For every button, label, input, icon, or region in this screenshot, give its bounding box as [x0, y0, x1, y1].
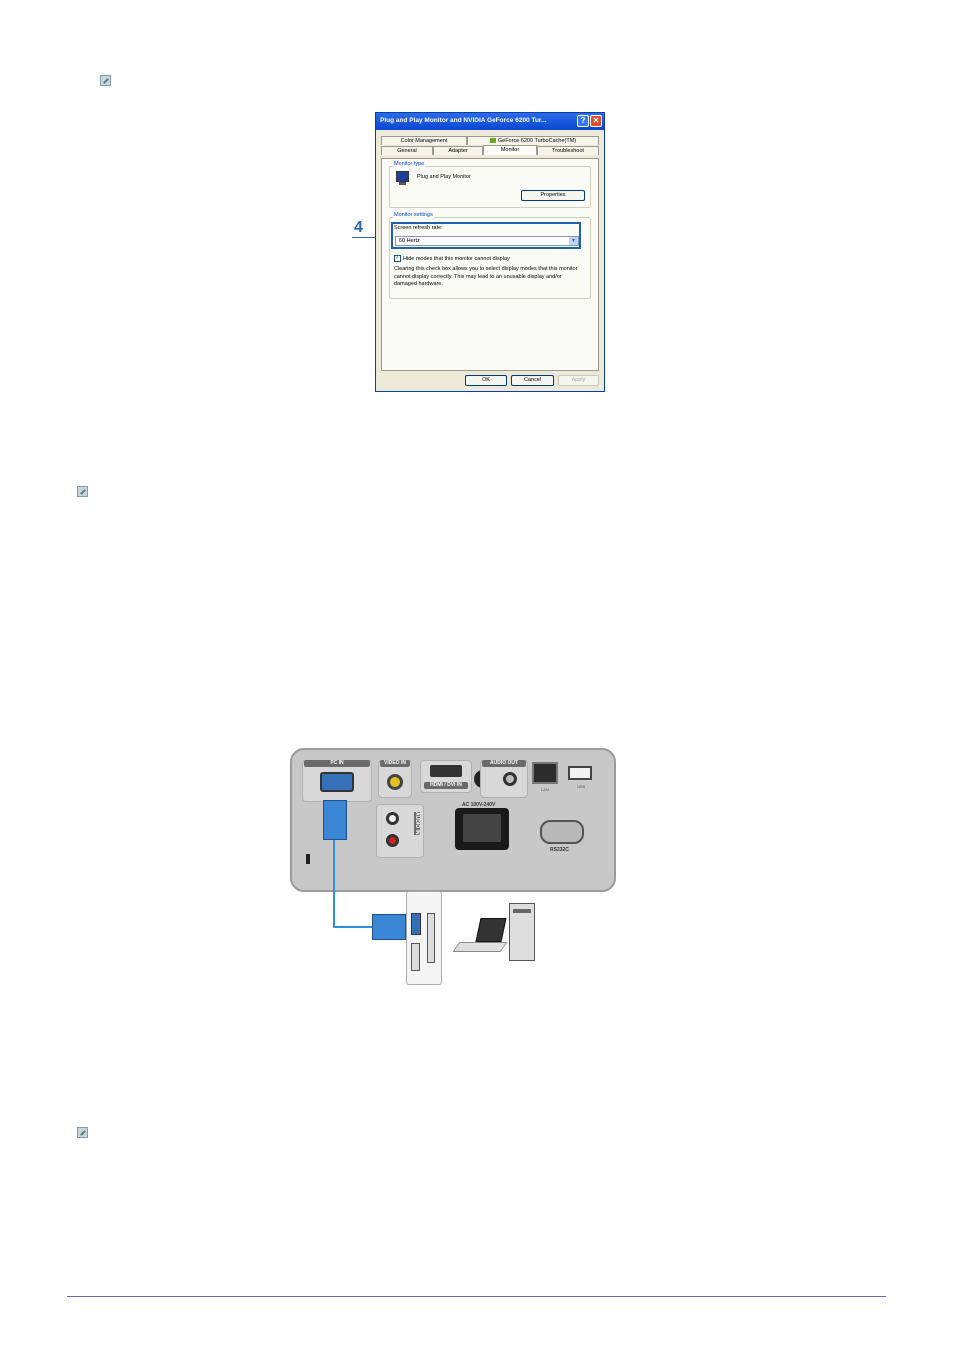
pc-in-connector-icon	[320, 772, 354, 792]
step-pointer-line	[352, 237, 392, 238]
tab-geforce[interactable]: GeForce 6200 TurboCache(TM)	[467, 136, 599, 145]
nvidia-icon	[489, 138, 496, 144]
hide-modes-label: Hide modes that this monitor cannot disp…	[403, 256, 510, 262]
chevron-down-icon: ▾	[569, 237, 578, 245]
monitor-name: Plug and Play Monitor	[417, 174, 471, 180]
tab-troubleshoot[interactable]: Troubleshoot	[537, 146, 599, 155]
monitor-icon	[396, 171, 409, 182]
refresh-rate-highlight	[391, 222, 581, 249]
vga-cable-line-horizontal	[333, 926, 373, 928]
step-number: 4	[354, 219, 363, 236]
monitor-settings-group	[389, 217, 591, 299]
warning-text: Clearing this check box allows you to se…	[394, 266, 578, 287]
ac-label: AC 100V-240V	[462, 802, 496, 808]
pc-vga-port-icon	[411, 913, 421, 935]
pc-in-label: PC IN	[304, 760, 370, 767]
cancel-button[interactable]: Cancel	[511, 375, 554, 386]
note-icon	[100, 75, 111, 86]
tab-color-management[interactable]: Color Management	[381, 136, 467, 145]
monitor-type-group	[389, 166, 591, 208]
rs232c-connector-icon	[540, 820, 584, 844]
audio-in-left-jack-icon	[386, 812, 399, 825]
laptop-icon	[475, 918, 507, 942]
audio-in-label: AUDIO IN	[414, 812, 420, 835]
audio-in-right-jack-icon	[386, 834, 399, 847]
kensington-lock-icon	[306, 854, 310, 864]
ac-socket-inner-icon	[463, 814, 501, 842]
lan-label: LAN	[541, 787, 549, 792]
audio-out-jack-icon	[503, 772, 517, 786]
dialog-titlebar: Plug and Play Monitor and NVIDIA GeForce…	[376, 113, 604, 130]
refresh-rate-value: 60 Hertz	[399, 238, 420, 244]
monitor-type-label: Monitor type	[393, 161, 426, 167]
tab-monitor[interactable]: Monitor	[483, 145, 537, 155]
usb-port-icon	[568, 766, 592, 780]
usb-label: USB	[577, 784, 586, 789]
tab-general[interactable]: General	[381, 146, 433, 155]
pc-serial-port-icon	[411, 943, 420, 971]
refresh-rate-label: Screen refresh rate:	[394, 225, 443, 231]
close-icon[interactable]: ✕	[590, 115, 602, 127]
rs232c-label: RS232C	[550, 847, 569, 853]
pc-parallel-port-icon	[427, 913, 435, 963]
monitor-settings-label: Monitor settings	[393, 212, 434, 218]
properties-button[interactable]: Properties	[521, 190, 585, 201]
video-in-label: VIDEO IN	[380, 760, 410, 767]
vga-cable-plug-icon	[323, 800, 347, 840]
tab-adapter[interactable]: Adapter	[433, 146, 483, 155]
ok-button[interactable]: OK	[465, 375, 507, 386]
vga-cable-line	[333, 840, 335, 928]
note-icon	[77, 1127, 88, 1138]
video-jack-icon	[387, 774, 403, 790]
apply-button[interactable]: Apply	[558, 375, 599, 386]
desktop-drive-icon	[513, 909, 531, 913]
display-properties-dialog: Plug and Play Monitor and NVIDIA GeForce…	[375, 112, 605, 392]
hide-modes-checkbox[interactable]: ✓	[394, 255, 401, 262]
audio-out-label: AUDIO OUT	[482, 760, 526, 767]
hdmi-connector-icon	[430, 765, 462, 777]
help-icon[interactable]: ?	[577, 115, 589, 127]
lan-port-icon	[532, 762, 558, 784]
monitor-stand-icon	[399, 182, 406, 185]
vga-pc-plug-icon	[372, 914, 406, 940]
tab-geforce-label: GeForce 6200 TurboCache(TM)	[497, 138, 577, 144]
note-icon	[77, 486, 88, 497]
dialog-title: Plug and Play Monitor and NVIDIA GeForce…	[380, 117, 547, 124]
hdmi-label: HDMI / DVI IN	[424, 782, 468, 789]
laptop-base-icon	[452, 942, 508, 952]
refresh-rate-select[interactable]: 60 Hertz ▾	[395, 236, 579, 246]
projector-rear-panel: PC IN VIDEO IN HDMI / DVI IN AUDIO OUT L…	[290, 748, 616, 892]
footer-rule	[67, 1296, 886, 1297]
